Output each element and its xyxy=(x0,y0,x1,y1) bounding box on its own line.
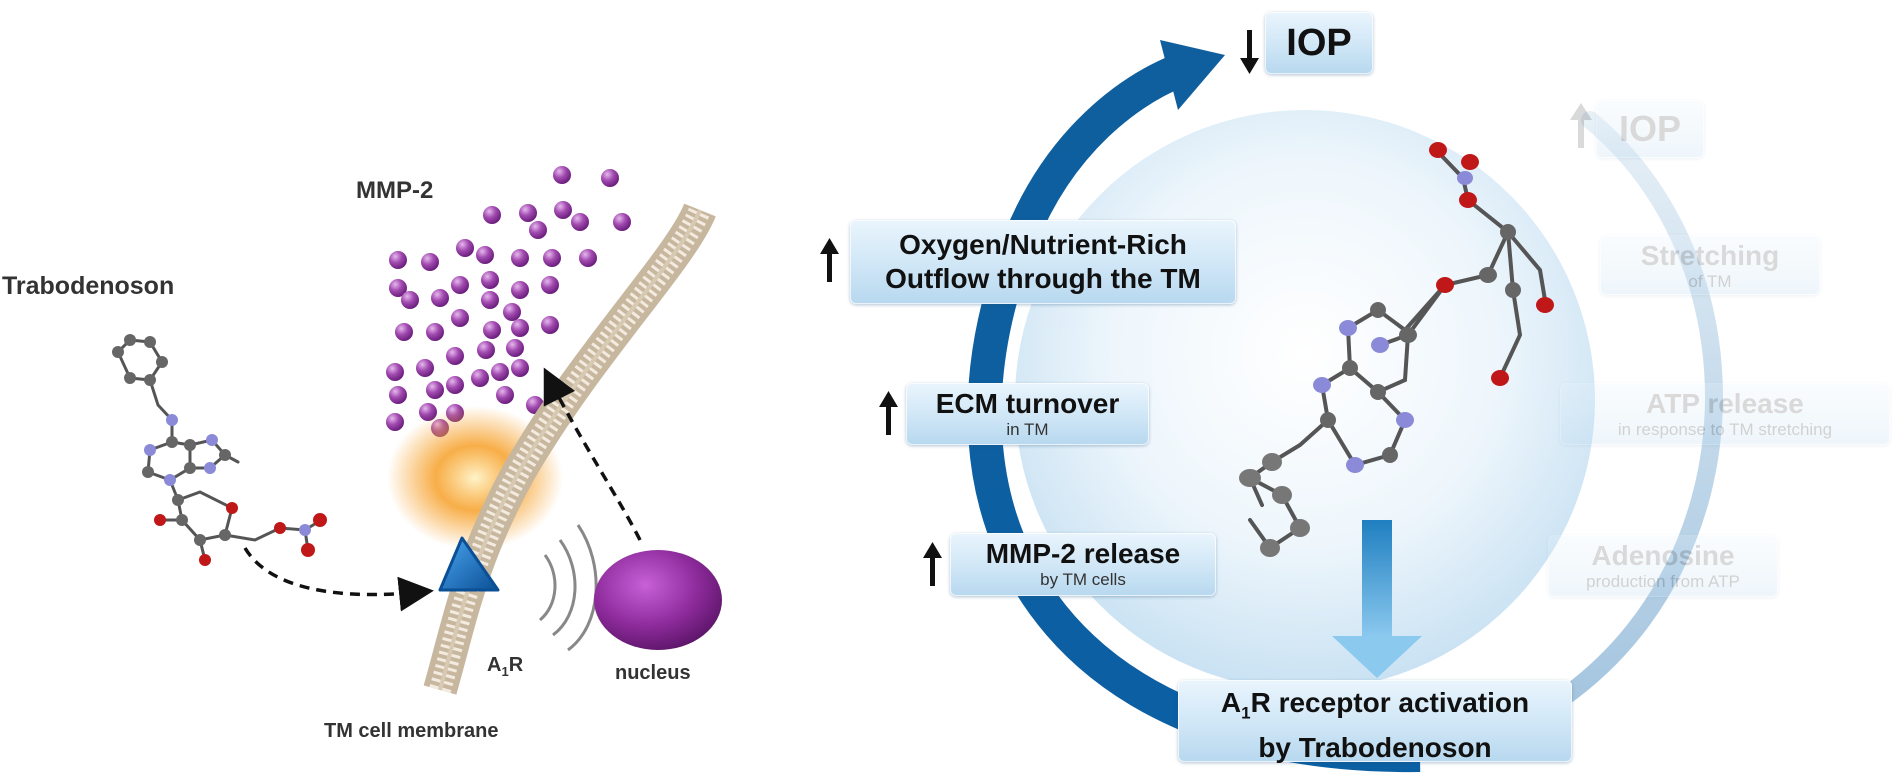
faded-step-stretching: Stretching of TM xyxy=(1600,235,1820,295)
dashed-arrow-to-mmp2 xyxy=(543,367,642,541)
a1r-label-a: A xyxy=(487,654,502,676)
faded-top-arrow xyxy=(1570,103,1592,148)
signal-waves xyxy=(538,524,598,652)
step-outflow-line1: Oxygen/Nutrient-Rich xyxy=(899,229,1187,260)
mmp2-spheres xyxy=(386,166,631,437)
step-ecm: ECM turnover in TM xyxy=(906,383,1149,445)
faded-adenosine-sub: production from ATP xyxy=(1586,572,1740,591)
cell-membrane xyxy=(423,203,716,695)
step-ecm-sub: in TM xyxy=(1006,420,1049,439)
molecule-right-atoms xyxy=(1239,142,1554,557)
nucleus-label: nucleus xyxy=(615,662,691,684)
step-outflow-line2: Outflow through the TM xyxy=(885,263,1201,294)
activation-sub: 1 xyxy=(1241,703,1251,723)
step-ecm-main: ECM turnover xyxy=(935,388,1120,419)
trabodenoson-label: Trabodenoson xyxy=(2,272,175,300)
faded-adenosine-main: Adenosine xyxy=(1591,540,1735,571)
faded-iop-label: IOP xyxy=(1618,108,1681,149)
a1r-receptor xyxy=(438,536,500,592)
activation-line2: by Trabodenoson xyxy=(1258,731,1492,763)
activation-down-arrow xyxy=(1332,520,1422,678)
activation-box: A1R receptor activation by Trabodenoson xyxy=(1178,680,1572,763)
faded-stretching-sub: of TM xyxy=(1688,272,1732,291)
faded-atp-sub: in response to TM stretching xyxy=(1617,420,1833,439)
nucleus xyxy=(594,550,722,650)
molecule-left-atoms xyxy=(112,334,327,566)
faded-step-adenosine: Adenosine production from ATP xyxy=(1548,535,1778,597)
step-up-arrows xyxy=(820,30,1259,586)
faded-iop-box: IOP xyxy=(1596,100,1704,158)
activation-line1: A1R receptor activation xyxy=(1178,686,1572,731)
a1r-label-sub: 1 xyxy=(501,664,509,679)
iop-label: IOP xyxy=(1286,22,1352,64)
faded-atp-main: ATP release xyxy=(1646,388,1804,419)
a1r-label: A1R xyxy=(487,654,523,679)
step-mmp2-sub: by TM cells xyxy=(1040,570,1126,589)
a1r-label-r: R xyxy=(508,654,524,676)
step-outflow: Oxygen/Nutrient-Rich Outflow through the… xyxy=(850,220,1236,304)
cycle-arrowhead xyxy=(1160,40,1225,110)
step-mmp2: MMP-2 release by TM cells xyxy=(950,533,1216,596)
faded-stretching-main: Stretching xyxy=(1640,240,1780,271)
faded-cycle-arc xyxy=(1551,111,1723,709)
activation-rest: R receptor activation xyxy=(1250,687,1530,718)
iop-box: IOP xyxy=(1265,12,1373,74)
mmp2-label: MMP-2 xyxy=(356,177,434,204)
activation-a: A xyxy=(1220,687,1242,718)
membrane-label: TM cell membrane xyxy=(324,720,499,742)
step-mmp2-main: MMP-2 release xyxy=(985,538,1181,569)
faded-step-atp: ATP release in response to TM stretching xyxy=(1560,383,1890,445)
dashed-arrow-to-receptor xyxy=(243,547,434,612)
